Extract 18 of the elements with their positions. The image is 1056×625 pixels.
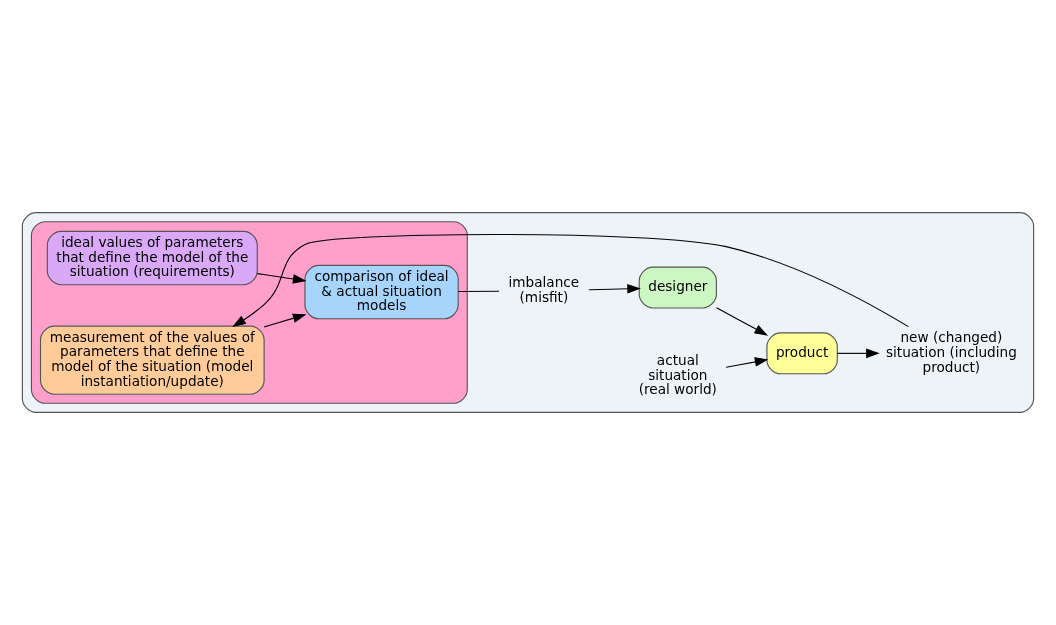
node-box: designer <box>638 266 717 309</box>
cluster <box>21 212 1035 413</box>
node-text: imbalance (misfit) <box>508 274 580 305</box>
arrow <box>263 313 307 328</box>
connector <box>457 290 500 293</box>
arrow <box>725 357 769 368</box>
node-box: comparison of ideal & actual situation models <box>304 264 459 320</box>
cluster <box>30 221 468 404</box>
arrow <box>256 273 307 284</box>
node-text: new (changed) situation (including product) <box>885 329 1017 375</box>
node-box: ideal values of parameters that define the model of the situation (requirements) <box>46 230 258 286</box>
node-box: measurement of the values of parameters that define the model of the situation (model instantiation/update) <box>39 325 265 395</box>
arrow <box>232 233 910 328</box>
arrow <box>588 284 641 294</box>
node-text: actual situation (real world) <box>638 351 717 398</box>
arrow <box>836 348 880 359</box>
arrow <box>716 307 769 336</box>
node-box: product <box>766 332 838 375</box>
